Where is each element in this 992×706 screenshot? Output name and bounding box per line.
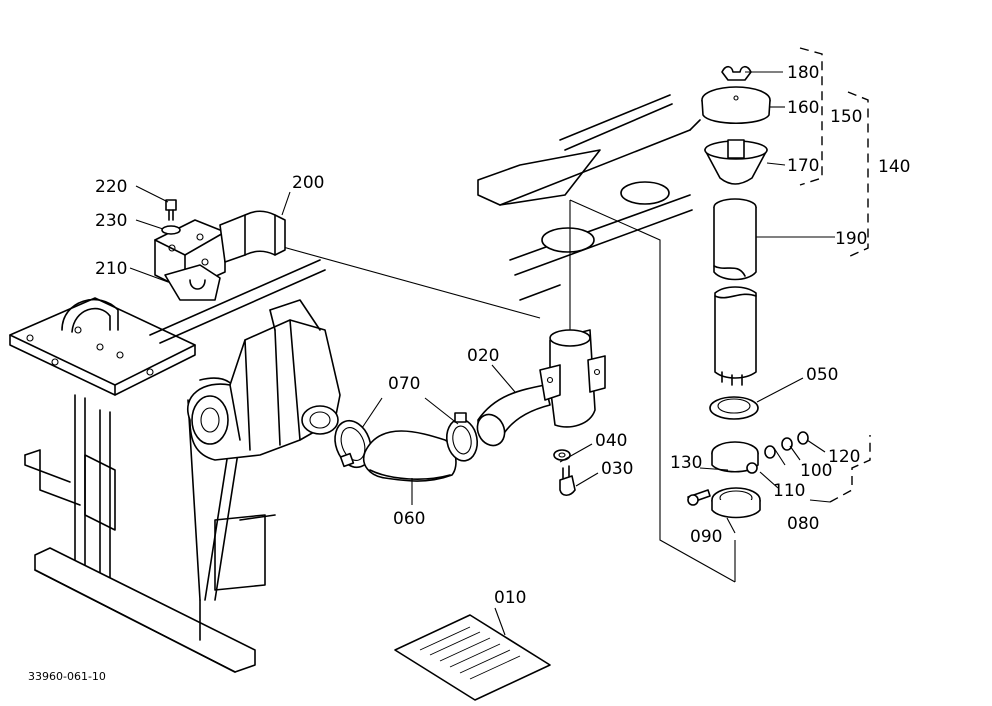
callout-150: 150 xyxy=(830,107,862,127)
callout-230: 230 xyxy=(95,211,127,231)
support-frame xyxy=(9,259,326,673)
callout-labels: 180 160 150 170 140 190 050 040 030 130 … xyxy=(28,63,910,683)
intake-hoses xyxy=(334,329,606,497)
callout-080: 080 xyxy=(787,514,819,534)
intake-stack xyxy=(687,65,809,519)
callout-050: 050 xyxy=(806,365,838,385)
callout-020: 020 xyxy=(467,346,499,366)
callout-210: 210 xyxy=(95,259,127,279)
callout-100: 100 xyxy=(800,461,832,481)
callout-130: 130 xyxy=(670,453,702,473)
callout-070: 070 xyxy=(388,374,420,394)
callout-040: 040 xyxy=(595,431,627,451)
instruction-sheet xyxy=(394,614,551,701)
callout-220: 220 xyxy=(95,177,127,197)
mounting-bracket xyxy=(154,199,286,301)
machine-body-outline xyxy=(477,94,701,301)
callout-120: 120 xyxy=(828,447,860,467)
callout-170: 170 xyxy=(787,156,819,176)
callout-090: 090 xyxy=(690,527,722,547)
callout-110: 110 xyxy=(773,481,805,501)
callout-180: 180 xyxy=(787,63,819,83)
callout-140: 140 xyxy=(878,157,910,177)
assembly-guide-lines xyxy=(282,199,736,583)
leader-lines xyxy=(129,47,871,636)
reference-number: 33960-061-10 xyxy=(28,670,106,683)
callout-030: 030 xyxy=(601,459,633,479)
callout-060: 060 xyxy=(393,509,425,529)
intake-manifold xyxy=(187,299,341,461)
callout-190: 190 xyxy=(835,229,867,249)
callout-160: 160 xyxy=(787,98,819,118)
callout-200: 200 xyxy=(292,173,324,193)
callout-010: 010 xyxy=(494,588,526,608)
